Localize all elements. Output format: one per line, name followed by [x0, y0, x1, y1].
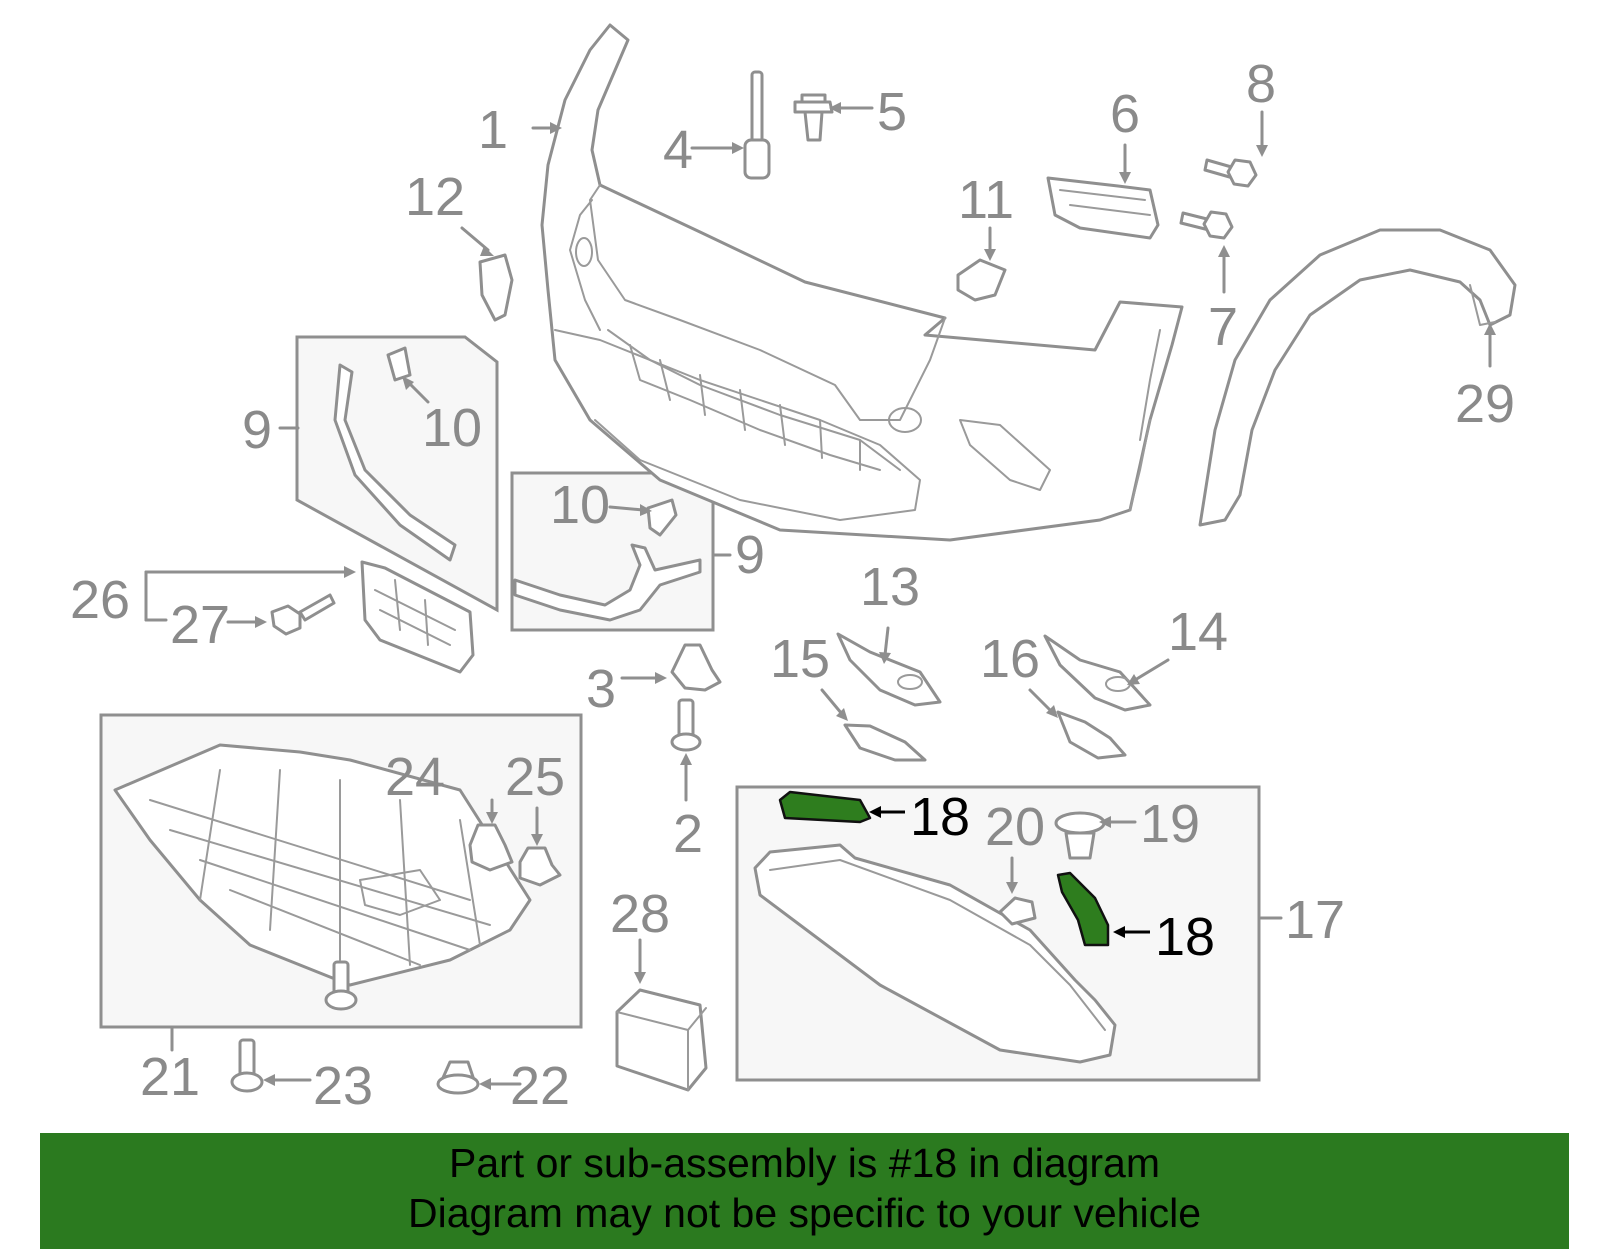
bolt-part-27[interactable]: [270, 593, 336, 636]
callout-8: 8: [1246, 54, 1276, 114]
under-cover-part-21[interactable]: [113, 743, 532, 987]
callout-3: 3: [586, 659, 616, 719]
callout-24: 24: [385, 747, 445, 807]
callout-9-left: 9: [242, 400, 272, 460]
bumper-cover-part-1[interactable]: [540, 23, 1184, 542]
leader-lines: [144, 102, 1496, 1090]
plate-bracket-part-26[interactable]: [360, 560, 475, 674]
callout-23: 23: [313, 1056, 373, 1116]
banner-line-part-number: Part or sub-assembly is #18 in diagram: [449, 1140, 1160, 1186]
nut-part-11[interactable]: [956, 258, 1007, 302]
callout-2: 2: [673, 804, 703, 864]
clip-part-10-left[interactable]: [386, 346, 412, 382]
nut-part-24[interactable]: [468, 823, 514, 872]
bolt-part-8[interactable]: [1203, 158, 1258, 188]
banner-line-disclaimer: Diagram may not be specific to your vehi…: [407, 1190, 1201, 1236]
clip-part-5[interactable]: [793, 93, 834, 142]
callout-26: 26: [70, 570, 130, 630]
module-part-28[interactable]: [615, 988, 708, 1092]
garnish-part-9-left[interactable]: [333, 363, 457, 562]
cover-part-16[interactable]: [1056, 710, 1127, 760]
garnish-part-9-right[interactable]: [513, 543, 702, 622]
callout-10-left: 10: [422, 398, 482, 458]
bolt-part-23[interactable]: [230, 1038, 264, 1093]
callout-7: 7: [1208, 297, 1238, 357]
clip-part-19[interactable]: [1054, 811, 1106, 860]
bezel-part-14[interactable]: [1043, 634, 1152, 712]
callout-17: 17: [1285, 890, 1345, 950]
nut-part-25[interactable]: [518, 846, 562, 887]
callout-18-lower: 18: [1155, 907, 1215, 967]
highlighted-part-18-lower[interactable]: [1056, 871, 1110, 947]
callout-5: 5: [877, 82, 907, 142]
callout-29: 29: [1455, 374, 1515, 434]
bracket-part-6[interactable]: [1046, 176, 1160, 240]
clip-part-10-right[interactable]: [646, 498, 678, 537]
nut-part-20[interactable]: [998, 896, 1037, 926]
cover-part-15[interactable]: [843, 723, 927, 762]
bolt-part-2[interactable]: [670, 698, 702, 752]
callout-9-right: 9: [735, 525, 765, 585]
callout-1: 1: [478, 100, 508, 160]
callout-27: 27: [170, 595, 230, 655]
bolt-part-7[interactable]: [1179, 210, 1234, 240]
bolt-part-21-fastener[interactable]: [324, 960, 358, 1011]
callout-13: 13: [860, 557, 920, 617]
callout-14: 14: [1168, 602, 1228, 662]
nut-part-3[interactable]: [670, 643, 722, 692]
callout-12: 12: [405, 167, 465, 227]
bezel-part-13[interactable]: [836, 632, 942, 707]
absorber-part-17[interactable]: [753, 843, 1117, 1064]
callout-16: 16: [980, 629, 1040, 689]
push-pin-part-4[interactable]: [743, 70, 771, 180]
callout-21: 21: [140, 1047, 200, 1107]
callout-10-right: 10: [550, 475, 610, 535]
callout-18-upper: 18: [910, 787, 970, 847]
callout-4: 4: [663, 120, 693, 180]
callout-19: 19: [1140, 794, 1200, 854]
info-banner: Part or sub-assembly is #18 in diagram D…: [40, 1133, 1569, 1249]
callout-28: 28: [610, 884, 670, 944]
callout-15: 15: [770, 629, 830, 689]
bracket-part-12[interactable]: [478, 253, 514, 322]
highlighted-part-18-upper[interactable]: [778, 790, 872, 824]
callout-22: 22: [510, 1056, 570, 1116]
callout-6: 6: [1110, 84, 1140, 144]
clip-part-22[interactable]: [436, 1060, 480, 1095]
callout-25: 25: [505, 747, 565, 807]
callout-20: 20: [985, 797, 1045, 857]
callout-11: 11: [958, 170, 1014, 230]
